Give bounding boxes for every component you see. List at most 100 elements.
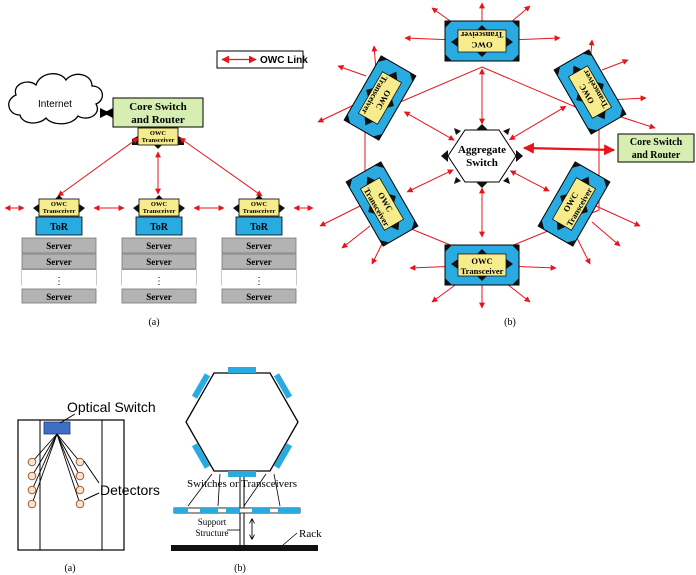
aggregate-switch-line1: Aggregate — [458, 144, 506, 156]
rack-ellipsis: ⋮ — [54, 276, 64, 287]
server-label: Server — [146, 257, 171, 267]
figure-b-caption: (b) — [504, 317, 516, 328]
rack-ellipsis: ⋮ — [154, 276, 164, 287]
core-switch-line2: and Router — [131, 114, 185, 126]
light-beam-1 — [31, 433, 58, 463]
panel-top — [228, 367, 256, 373]
detectors-label: Detectors — [100, 482, 160, 498]
tray-transceiver-4 — [252, 508, 270, 513]
core-owc-line2: Transceiver — [142, 137, 175, 144]
outward-link-20 — [319, 205, 361, 227]
tor-switch — [235, 216, 283, 236]
outward-link-6 — [601, 59, 629, 71]
panel-bottom-left — [191, 443, 211, 469]
aggregate-switch-line2: Switch — [466, 157, 498, 169]
detector-2 — [27, 471, 37, 481]
panel-bottom — [228, 471, 256, 477]
outward-link-9 — [614, 114, 656, 130]
legend-label: OWC Link — [260, 55, 308, 66]
detector-3 — [27, 485, 37, 495]
switches-label: Switches or Transceivers — [187, 478, 297, 490]
rack-label: Rack — [299, 528, 322, 540]
tray-transceiver-2 — [200, 508, 218, 513]
rack-ellipsis: ⋮ — [254, 276, 264, 287]
outward-link-21 — [337, 64, 367, 77]
figure-d-caption: (b) — [234, 563, 246, 574]
light-beam-7 — [56, 433, 81, 491]
server-label: Server — [46, 241, 71, 251]
core-owc-transceiver: OWC Transceiver — [132, 127, 184, 149]
spoke-link-5 — [406, 169, 454, 193]
server-label: Server — [146, 292, 171, 302]
owc-link-core-rack1 — [57, 137, 139, 197]
tray-transceiver-3 — [226, 508, 240, 513]
detector-8 — [75, 499, 85, 509]
core-switch-line1: Core Switch — [129, 101, 187, 113]
server-label: Server — [246, 257, 271, 267]
figure-c-optical-switch: Optical Switch Detectors (a) — [17, 399, 160, 574]
spoke-link-3 — [509, 170, 550, 192]
core-switch-box — [112, 97, 204, 128]
figure-b-hexagon-network: OWCTransceiverOWCTransceiverOWCTransceiv… — [317, 2, 695, 328]
light-beam-3 — [31, 433, 58, 491]
tray-transceiver-1 — [174, 508, 188, 513]
light-beam-8 — [56, 433, 81, 505]
server-label: Server — [146, 241, 171, 251]
detector-7 — [75, 485, 85, 495]
support-label-line1: Support — [198, 517, 227, 527]
light-beam-5 — [56, 433, 81, 463]
tor-switch — [135, 216, 183, 236]
light-beam-4 — [31, 433, 58, 505]
outward-link-22 — [317, 103, 357, 123]
server-unit — [21, 237, 97, 254]
outward-link-18 — [341, 225, 371, 249]
outward-link-12 — [595, 205, 641, 227]
tor-switch — [35, 216, 83, 236]
internet-cloud-icon — [8, 73, 103, 125]
support-label-line2: Structure — [196, 528, 229, 538]
legend: OWC Link — [216, 50, 308, 69]
rack-outline — [17, 419, 125, 551]
owc-link-core-rack3 — [179, 137, 263, 197]
core-switch-b-line2: and Router — [632, 150, 681, 161]
server-unit — [121, 253, 197, 270]
light-beam-6 — [56, 433, 81, 477]
hex-owc-line1: OWC — [471, 40, 492, 50]
rack-owc-line1: OWC — [151, 201, 168, 208]
panel-top-right — [273, 373, 293, 399]
server-unit — [21, 288, 97, 304]
detector-5 — [75, 457, 85, 467]
optical-switch-block — [43, 421, 71, 435]
aggregate-switch: Aggregate Switch — [441, 124, 523, 188]
rack-floor — [171, 545, 318, 551]
server-unit — [221, 237, 297, 254]
rack-owc-line2: Transceiver — [143, 208, 176, 215]
detector-4 — [27, 499, 37, 509]
detector-1 — [27, 457, 37, 467]
figure-c-caption: (a) — [64, 563, 75, 574]
core-owc-line1: OWC — [150, 130, 167, 137]
rack-owc-line2: Transceiver — [243, 208, 276, 215]
rack-owc-line1: OWC — [51, 201, 68, 208]
tor-label: ToR — [150, 222, 169, 233]
panel-top-left — [191, 373, 211, 399]
tray-transceiver-5 — [278, 508, 300, 513]
hex-owc-line2: Transceiver — [460, 30, 503, 40]
server-label: Server — [46, 292, 71, 302]
hex-owc-line1: OWC — [471, 256, 492, 266]
server-unit — [21, 253, 97, 270]
spoke-link-6 — [403, 111, 455, 141]
server-unit — [121, 237, 197, 254]
